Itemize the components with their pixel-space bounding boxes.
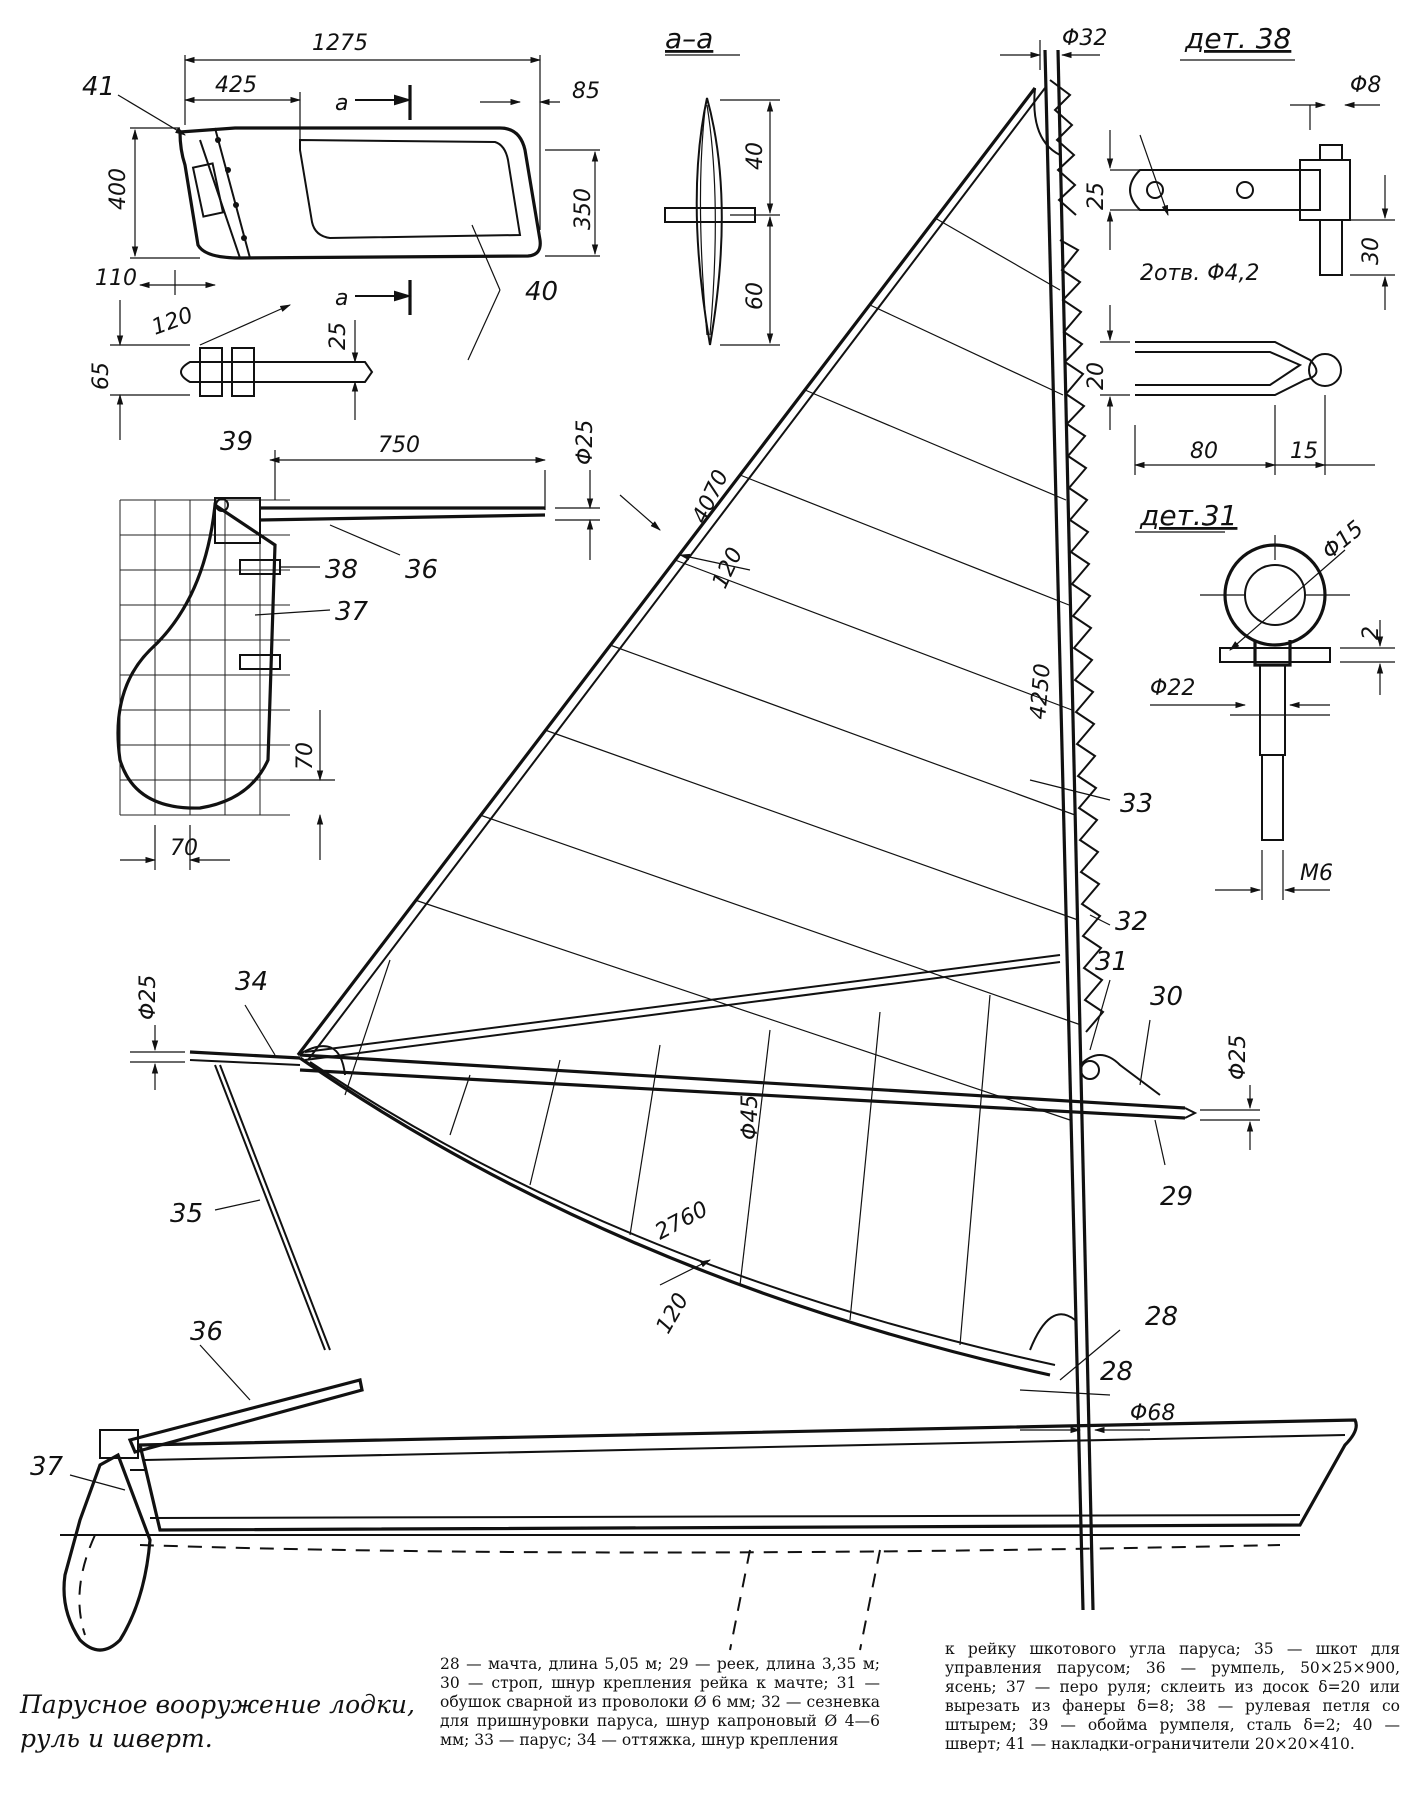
detail-38-title: дет. 38 [1184,22,1291,55]
part-31: 31 [1095,947,1128,977]
dim-4070: 4070 [688,466,734,527]
dim-phi22: Φ22 [1150,676,1195,701]
dim-phi68: Φ68 [1130,1401,1175,1426]
dim-25-det38: 25 [1084,182,1109,210]
dim-120-board: 120 [149,303,197,341]
dim-120-boom: 120 [652,1289,695,1338]
mast-lacing [1059,239,1105,1033]
part-34: 34 [235,967,268,997]
part-33: 33 [1120,789,1153,819]
dim-40: 40 [743,142,768,170]
detail-38 [1100,59,1395,475]
dim-phi8: Φ8 [1350,73,1381,98]
dim-70-horizontal: 70 [170,836,198,861]
sail-rig [130,40,1260,1611]
part-32: 32 [1115,907,1148,937]
dim-phi32: Φ32 [1062,26,1107,51]
part-37-rudder: 37 [335,597,369,627]
boat-hull [60,1344,1358,1652]
dim-70-vertical: 70 [293,742,318,770]
rudder-grid [119,499,290,816]
part-39: 39 [220,427,253,457]
dim-1275: 1275 [312,31,368,56]
section-mark-top: а [335,91,348,116]
dim-25-board: 25 [326,322,351,350]
dim-65: 65 [89,362,114,390]
dim-m6: М6 [1300,861,1333,886]
part-29: 29 [1160,1182,1193,1212]
dim-phi15: Φ15 [1318,516,1369,564]
dim-60: 60 [743,282,768,310]
rudder-drawing [116,450,600,870]
detail-31 [1135,531,1395,900]
dim-phi45: Φ45 [738,1095,763,1140]
dim-15: 15 [1290,439,1318,464]
dim-30: 30 [1359,237,1384,265]
legend-column-2: к рейку шкотового угла паруса; 35 — шкот… [945,1640,1400,1753]
sail-panels [344,217,1082,1346]
dim-750: 750 [378,433,420,458]
dim-phi25-tiller: Φ25 [573,420,598,465]
dim-425: 425 [215,73,257,98]
dim-80: 80 [1190,439,1218,464]
dim-2: 2 [1359,626,1384,640]
part-28-mast: 28 [1145,1302,1178,1332]
part-38: 38 [325,555,358,585]
dim-85: 85 [572,79,600,104]
dim-350: 350 [571,188,596,230]
part-30: 30 [1150,982,1183,1012]
centerboard-drawing [110,55,600,440]
dim-phi25-right: Φ25 [1226,1035,1251,1080]
section-title: а–а [665,22,713,55]
dim-110: 110 [95,266,137,291]
dim-2760: 2760 [651,1197,712,1245]
dim-20: 20 [1084,362,1109,390]
section-mark-bottom: а [335,286,348,311]
part-36-hull: 36 [190,1317,223,1347]
detail-31-title: дет.31 [1139,499,1237,532]
part-37-hull: 37 [30,1452,64,1482]
part-40: 40 [525,277,558,307]
dim-4250: 4250 [1026,663,1056,721]
figure-caption: Парусное вооружение лодки, руль и шверт. [20,1690,415,1753]
part-41: 41 [82,72,115,102]
centerboard-section [664,54,780,346]
dim-holes: 2отв. Φ4,2 [1140,261,1260,286]
part-28-hull: 28 [1100,1357,1133,1387]
part-36-tiller: 36 [405,555,438,585]
part-35: 35 [170,1199,203,1229]
dim-400: 400 [106,168,131,210]
dim-phi25-left: Φ25 [136,975,161,1020]
legend-column-1: 28 — мачта, длина 5,05 м; 29 — реек, дли… [440,1655,880,1749]
